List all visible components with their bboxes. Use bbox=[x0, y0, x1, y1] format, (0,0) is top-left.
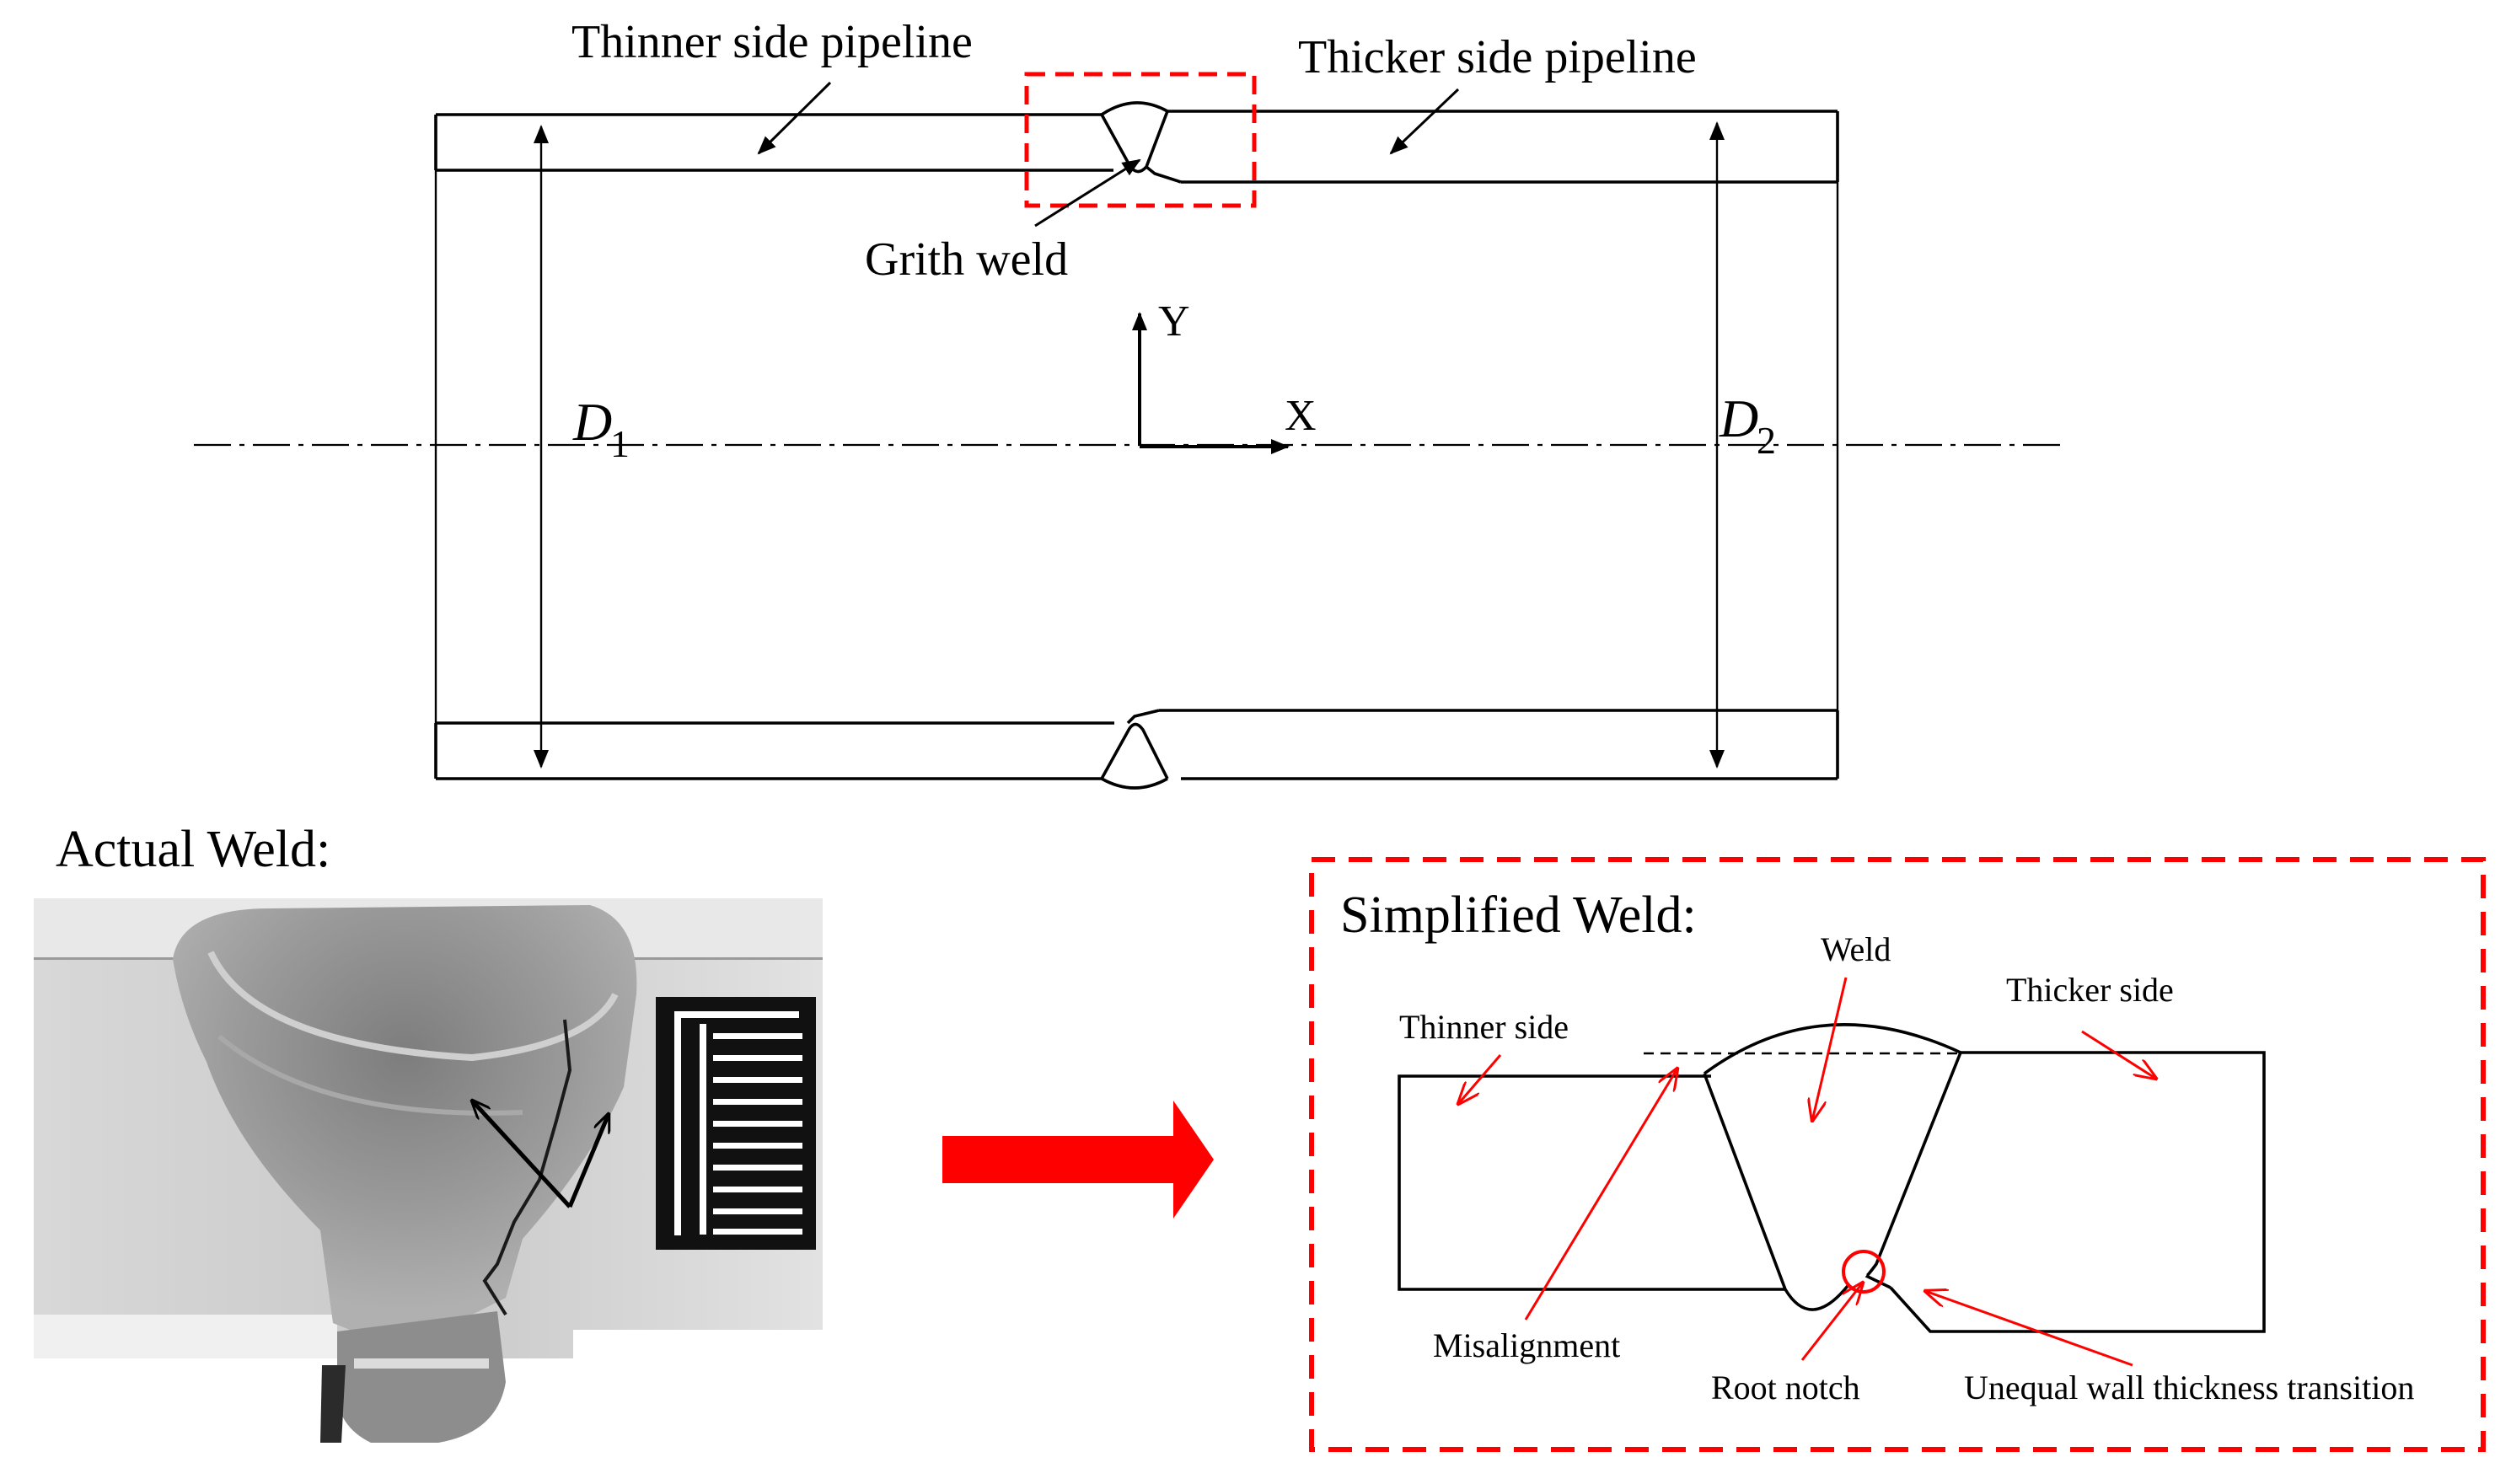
thicker-pointer bbox=[1389, 88, 1460, 155]
root-notch-label: Root notch bbox=[1711, 1369, 1860, 1406]
y-axis-label: Y bbox=[1158, 297, 1190, 346]
x-axis-label: X bbox=[1285, 392, 1317, 440]
transition-label: Unequal wall thickness transition bbox=[1964, 1369, 2414, 1406]
transform-arrow bbox=[942, 1101, 1214, 1219]
weld-detail-box bbox=[1024, 72, 1257, 208]
girth-weld-label: Grith weld bbox=[865, 233, 1068, 286]
root-notch-callout-arrow bbox=[1800, 1283, 1863, 1361]
actual-weld-panel: Actual Weld: bbox=[34, 821, 823, 1451]
d2-subscript: 2 bbox=[1757, 419, 1776, 462]
simplified-weld-title: Simplified Weld: bbox=[1340, 887, 1697, 944]
transition-callout-arrow bbox=[1925, 1291, 2133, 1367]
thinner-side-label: Thinner side pipeline bbox=[571, 16, 973, 68]
pipeline-diagram: Thinner side pipeline Thicker side pipel… bbox=[194, 16, 2065, 790]
simplified-weld-panel: Simplified Weld: Weld Thinner bbox=[1309, 857, 2486, 1452]
bottom-wall-thicker bbox=[1159, 709, 1839, 780]
actual-weld-title: Actual Weld: bbox=[56, 821, 330, 878]
actual-weld-photo bbox=[34, 898, 823, 1451]
thicker-callout-arrow bbox=[2081, 1030, 2156, 1079]
thicker-side-label: Thicker side pipeline bbox=[1298, 31, 1697, 83]
bottom-girth-weld bbox=[1100, 709, 1169, 790]
simplified-weld-geometry bbox=[1398, 1023, 2266, 1333]
d1-subscript: 1 bbox=[610, 422, 630, 465]
weld-pointer bbox=[1034, 158, 1141, 228]
thicker-side-label-small: Thicker side bbox=[2006, 971, 2174, 1009]
thinner-side-label-small: Thinner side bbox=[1399, 1008, 1569, 1046]
d2-label: D bbox=[1719, 388, 1758, 448]
root-notch-circle bbox=[1842, 1250, 1886, 1294]
thinner-pointer bbox=[757, 81, 832, 155]
d1-label: D bbox=[572, 392, 612, 452]
top-wall-thinner bbox=[436, 113, 1113, 172]
top-wall-thicker bbox=[1167, 110, 1839, 184]
bottom-wall-thinner bbox=[434, 721, 1114, 780]
thinner-callout-arrow bbox=[1458, 1054, 1502, 1104]
weld-callout-arrow bbox=[1812, 977, 1848, 1121]
weld-label: Weld bbox=[1821, 930, 1891, 968]
ruler bbox=[656, 997, 816, 1250]
misalignment-label: Misalignment bbox=[1433, 1326, 1620, 1364]
misalignment-callout-arrow bbox=[1524, 1069, 1677, 1321]
top-girth-weld bbox=[1100, 101, 1182, 184]
simplified-weld-box bbox=[1309, 857, 2486, 1452]
